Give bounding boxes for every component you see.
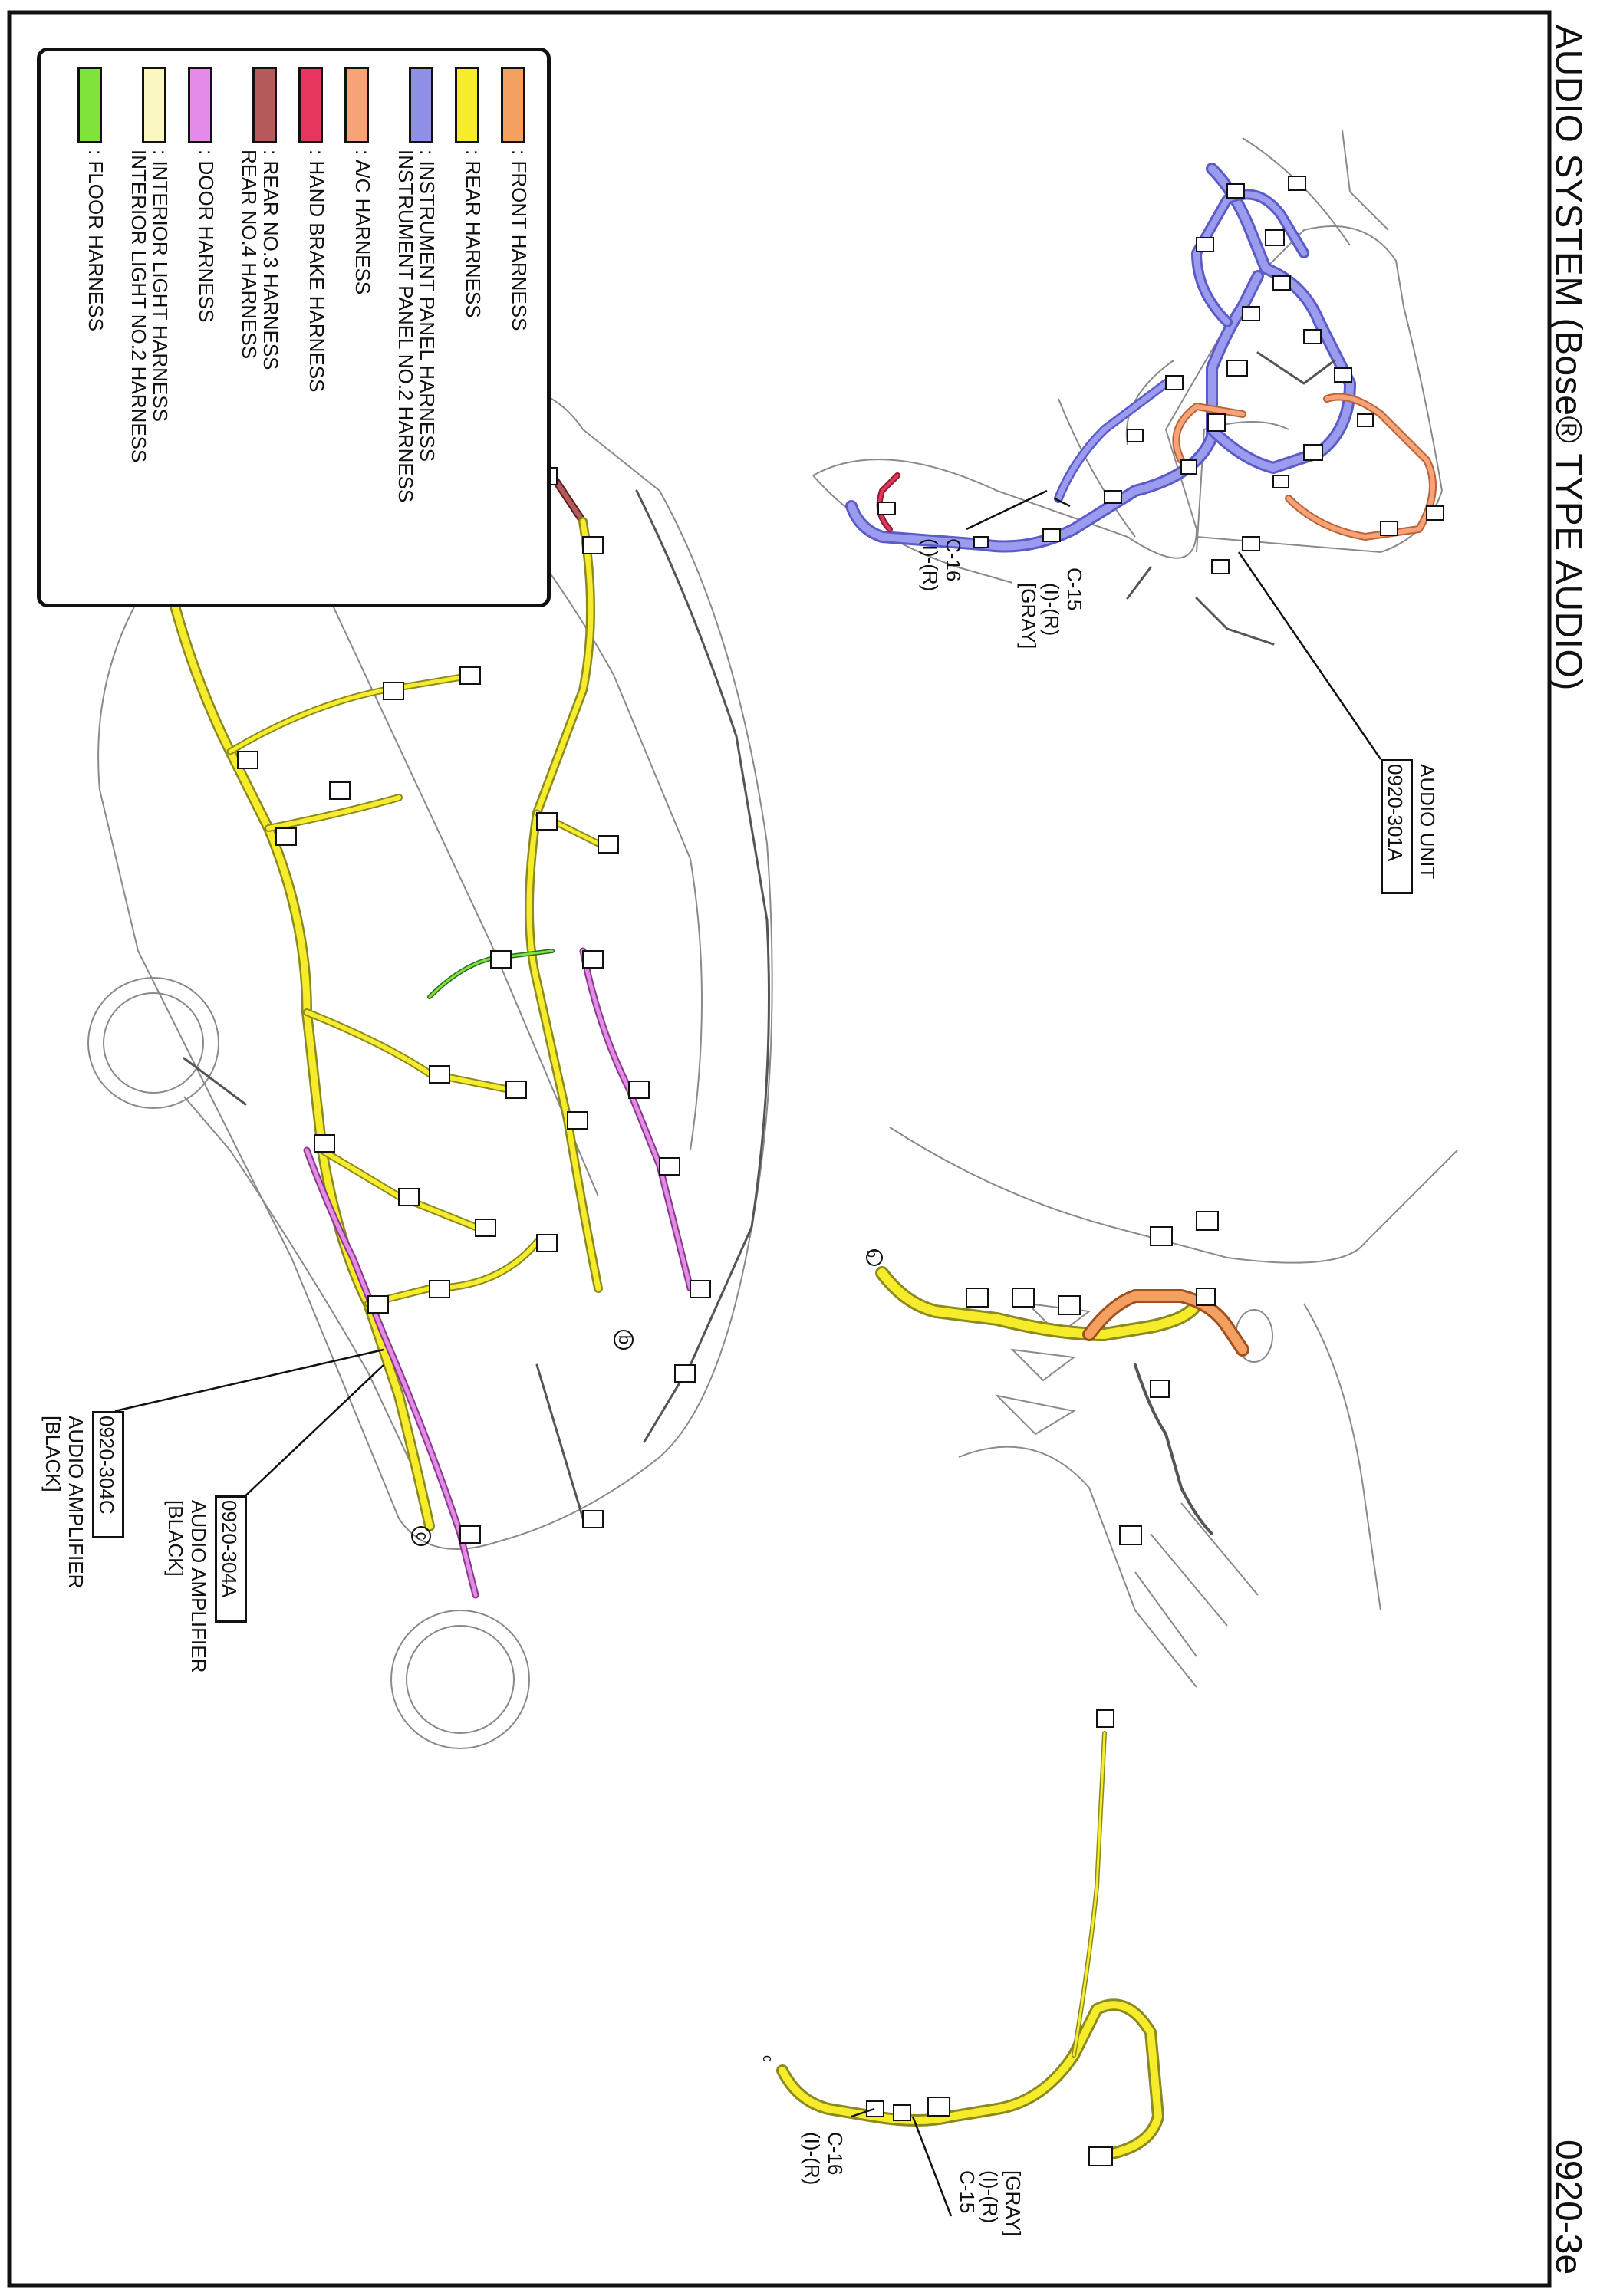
legend-swatch [501, 67, 525, 143]
marker-c-cable: c [760, 2055, 775, 2062]
leader-lines [114, 489, 1382, 2217]
amp-a-code-box [215, 1495, 247, 1623]
console-harness [875, 1266, 1249, 1535]
amp-c-code-box [92, 1411, 124, 1538]
c16-top-id: C-16 [942, 538, 965, 582]
c15-bottom-id: C-15 [956, 2170, 979, 2214]
legend-swatch [142, 67, 166, 143]
marker-b-console [866, 1249, 883, 1266]
c16-bottom-id: C-16 [824, 2132, 847, 2176]
c15-bottom-pins: (I)-(R) [979, 2170, 1002, 2224]
legend-label: : REAR HARNESS [462, 150, 485, 318]
c15-top-id: C-15 [1063, 567, 1086, 611]
page-frame [7, 10, 1552, 2288]
amp-a-color: [BLACK] [164, 1500, 187, 1577]
c15-bottom-color: [GRAY] [1002, 2170, 1025, 2237]
legend-label-secondary: REAR NO.4 HARNESS [238, 150, 261, 360]
legend-item: : A/C HARNESS [340, 67, 374, 588]
legend-item: : REAR HARNESS [450, 67, 485, 588]
instrument-panel-view [812, 130, 1443, 584]
legend-label: : A/C HARNESS [351, 150, 374, 295]
instrument-panel-connectors [877, 176, 1444, 574]
legend-label: : FRONT HARNESS [508, 150, 531, 331]
legend-label-secondary: INSTRUMENT PANEL NO.2 HARNESS [394, 150, 417, 503]
legend-item: : FRONT HARNESS [496, 67, 531, 588]
harness-legend: : FRONT HARNESS : REAR HARNESS : INSTRUMEN… [37, 48, 551, 607]
rear-cable-harness [776, 1731, 1164, 2161]
legend-item: : DOOR HARNESS [183, 67, 218, 588]
legend-swatch [455, 67, 479, 143]
legend-label: : HAND BRAKE HARNESS [305, 150, 328, 393]
rear-cable-connectors [866, 1709, 1114, 2166]
legend-swatch [252, 67, 277, 143]
page-number: 0920-3e [1548, 2140, 1588, 2275]
c16-top-pins: (I)-(R) [919, 538, 942, 592]
amp-c-color: [BLACK] [41, 1416, 64, 1492]
page-title: AUDIO SYSTEM (Bose® TYPE AUDIO) [1548, 25, 1588, 691]
legend-label: : FLOOR HARNESS [84, 150, 107, 331]
legend-label: : REAR NO.3 HARNESS [259, 150, 282, 370]
marker-c-vehicle: c [411, 1526, 432, 1546]
c15-top-color: [GRAY] [1017, 583, 1040, 650]
marker-b-vehicle: b [614, 1330, 634, 1350]
audio-unit-label: AUDIO UNIT [1416, 764, 1439, 880]
legend-swatch [188, 67, 212, 143]
amp-c-code: 0920-304C [95, 1416, 118, 1515]
legend-swatch [298, 67, 323, 143]
marker-b-console-label: b [864, 1250, 880, 1258]
legend-label: : DOOR HARNESS [195, 150, 218, 323]
legend-label-secondary: INTERIOR LIGHT NO.2 HARNESS [127, 150, 150, 463]
audio-unit-code-box [1381, 759, 1413, 894]
legend-item: : FLOOR HARNESS [73, 67, 107, 588]
audio-unit-code: 0920-301A [1384, 764, 1407, 862]
legend-swatch [409, 67, 433, 143]
legend-label: : INTERIOR LIGHT HARNESS [149, 150, 172, 422]
amp-a-name: AUDIO AMPLIFIER [187, 1500, 210, 1673]
console-connectors [966, 1211, 1219, 1545]
legend-swatch [344, 67, 369, 143]
c16-bottom-pins: (I)-(R) [801, 2132, 824, 2186]
amp-a-code: 0920-304A [218, 1500, 241, 1598]
console-view [889, 1127, 1458, 1688]
c15-top-pins: (I)-(R) [1040, 583, 1063, 636]
amp-c-name: AUDIO AMPLIFIER [64, 1416, 87, 1589]
legend-swatch [77, 67, 102, 143]
legend-label: : INSTRUMENT PANEL HARNESS [416, 150, 439, 462]
legend-item: : HAND BRAKE HARNESS [294, 67, 328, 588]
